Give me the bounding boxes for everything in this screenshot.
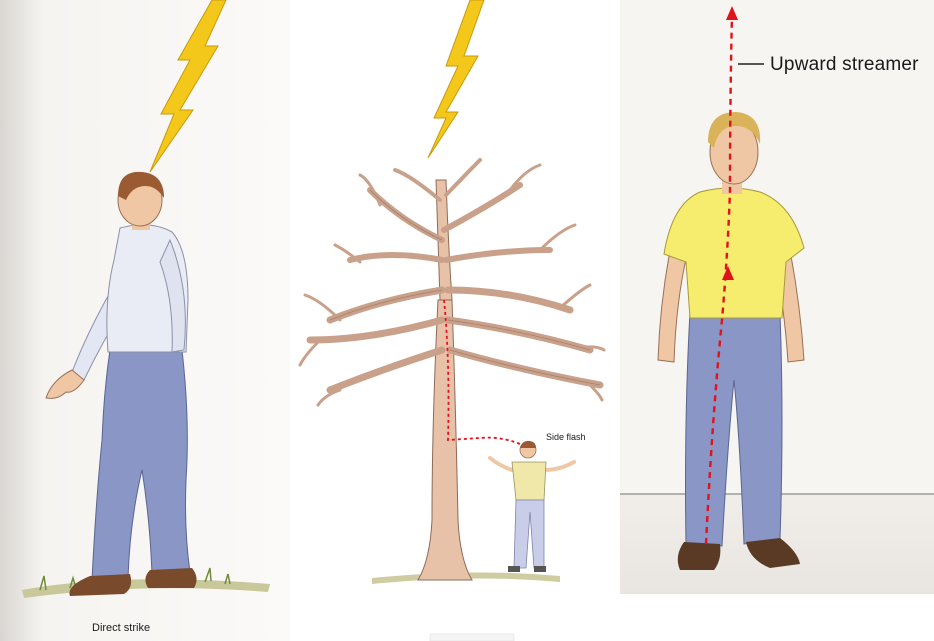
panel-upward-streamer xyxy=(620,0,934,594)
man-2-left-arm xyxy=(490,458,512,470)
man-2-right-arm xyxy=(544,462,574,470)
side-flash-man xyxy=(490,441,574,572)
man-2-jeans xyxy=(514,500,544,568)
panel-side-flash xyxy=(300,0,604,584)
man-2-right-shoe xyxy=(534,566,546,572)
upward-streamer-label: Upward streamer xyxy=(770,54,919,76)
man-2-left-shoe xyxy=(508,566,520,572)
man-2-shirt xyxy=(512,462,546,500)
man-1-front-shoe xyxy=(145,568,196,588)
lightning-bolt-2 xyxy=(428,0,484,158)
man-3-left-shoe xyxy=(678,542,721,570)
side-flash-label: Side flash xyxy=(546,432,586,442)
tree-trunk xyxy=(418,300,472,580)
man-2-hair xyxy=(520,441,536,448)
bottom-strip xyxy=(430,634,514,641)
panel-direct-strike xyxy=(0,0,290,641)
direct-strike-label: Direct strike xyxy=(92,622,150,634)
